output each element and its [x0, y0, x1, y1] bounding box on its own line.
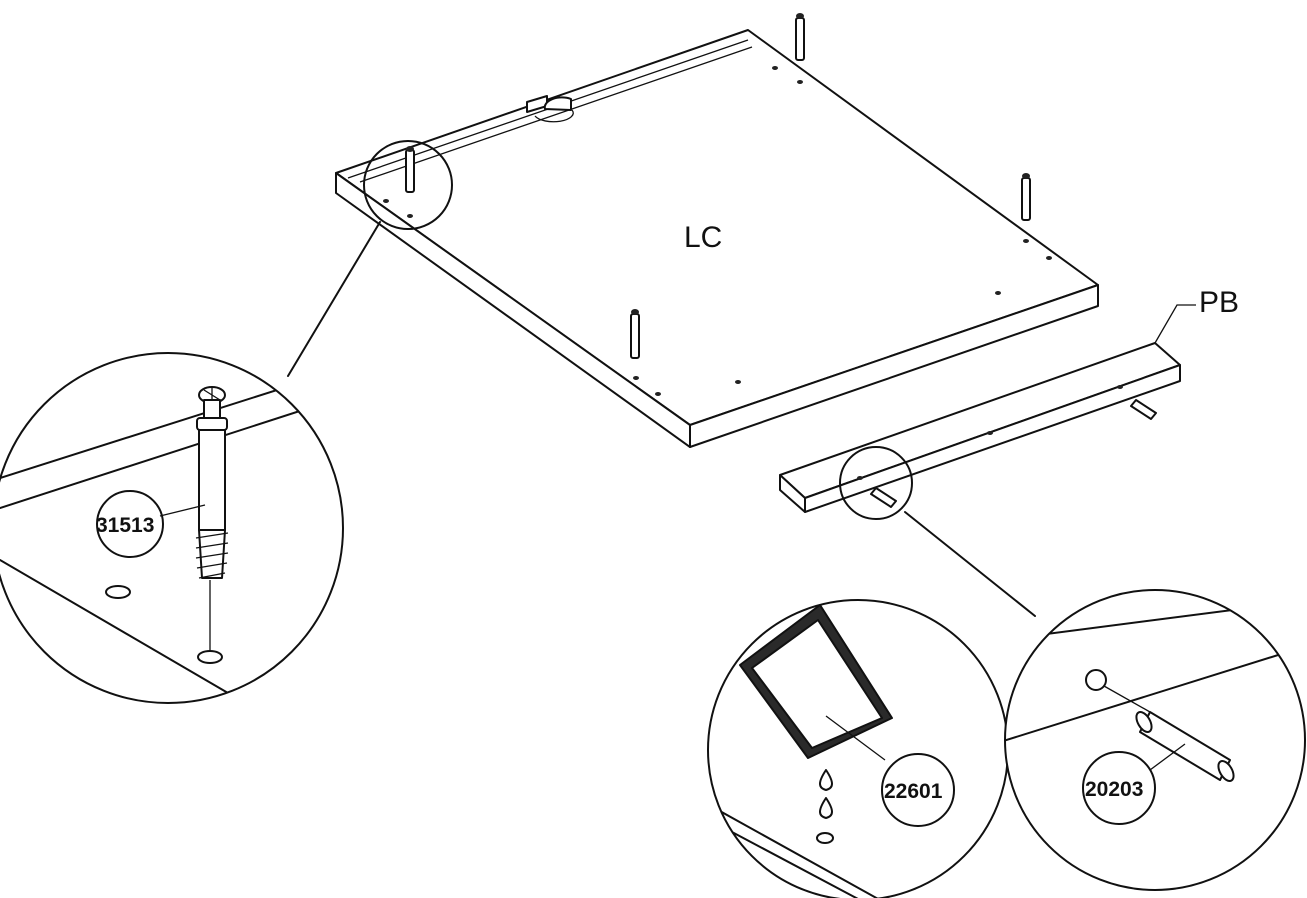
rail-dowel-right [1130, 399, 1157, 420]
dowel-code-circle [1082, 751, 1156, 825]
dowel-code: 20203 [1085, 778, 1143, 801]
detail-leader-panel [287, 221, 381, 377]
cam-bolt-part [195, 386, 229, 579]
rail-pb [779, 342, 1181, 513]
cam-bolt-code: 31513 [96, 514, 154, 537]
detail-cam-bolt: 31513 [0, 352, 344, 704]
glue-bottle [739, 604, 893, 761]
cam-bolt-back-left [405, 146, 415, 193]
cam-bolt-front-right [1021, 173, 1031, 221]
cam-bolt-code-circle [96, 490, 164, 558]
detail-leader-rail [904, 511, 1036, 617]
detail-marker-rail [839, 446, 913, 520]
dowel-part [1135, 711, 1235, 782]
glue-code-circle [881, 753, 955, 827]
panel-label: LC [684, 221, 722, 254]
detail-glue: 22601 [707, 599, 1009, 898]
rail-label: PB [1199, 286, 1239, 319]
glue-drops [819, 769, 833, 819]
detail-marker-panel [363, 140, 453, 230]
cam-bolt-back-right [795, 13, 805, 61]
panel-lc [335, 29, 1099, 448]
rail-label-leader [1154, 304, 1196, 344]
detail-dowel: 20203 [1004, 589, 1306, 891]
glue-code: 22601 [884, 780, 943, 803]
rail-dowel-left [870, 487, 897, 508]
cam-bolt-front-left [630, 309, 640, 359]
